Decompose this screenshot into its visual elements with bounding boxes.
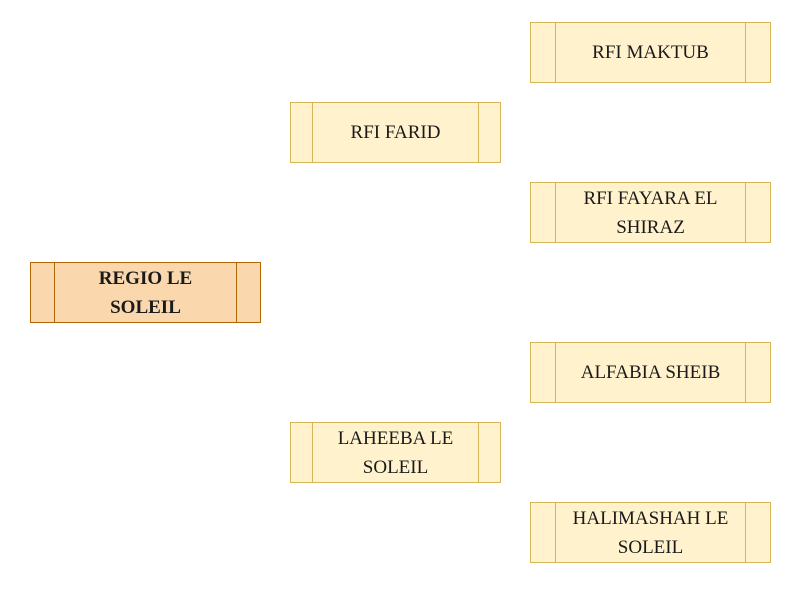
subject-label: REGIO LE SOLEIL bbox=[98, 267, 193, 318]
sire-dam-node[interactable]: RFI FAYARA EL SHIRAZ bbox=[530, 182, 771, 243]
node-side-left bbox=[531, 503, 556, 562]
sire-dam-label: RFI FAYARA EL SHIRAZ bbox=[583, 187, 718, 238]
node-side-left bbox=[31, 263, 55, 322]
sire-sire-label: RFI MAKTUB bbox=[592, 42, 709, 63]
node-side-left bbox=[531, 183, 556, 242]
node-side-left bbox=[291, 103, 313, 162]
node-side-right bbox=[745, 503, 770, 562]
dam-sire-label: ALFABIA SHEIB bbox=[580, 362, 721, 383]
subject-node[interactable]: REGIO LE SOLEIL bbox=[30, 262, 261, 323]
dam-sire-node[interactable]: ALFABIA SHEIB bbox=[530, 342, 771, 403]
node-side-right bbox=[745, 183, 770, 242]
node-side-right bbox=[745, 343, 770, 402]
node-side-left bbox=[531, 343, 556, 402]
node-side-right bbox=[236, 263, 260, 322]
dam-label: LAHEEBA LE SOLEIL bbox=[337, 427, 454, 478]
dam-dam-label: HALIMASHAH LE SOLEIL bbox=[572, 507, 729, 558]
node-side-right bbox=[478, 423, 500, 482]
node-side-right bbox=[478, 103, 500, 162]
node-side-left bbox=[531, 23, 556, 82]
dam-node[interactable]: LAHEEBA LE SOLEIL bbox=[290, 422, 501, 483]
sire-sire-node[interactable]: RFI MAKTUB bbox=[530, 22, 771, 83]
sire-node[interactable]: RFI FARID bbox=[290, 102, 501, 163]
node-side-right bbox=[745, 23, 770, 82]
node-side-left bbox=[291, 423, 313, 482]
sire-label: RFI FARID bbox=[350, 122, 441, 143]
dam-dam-node[interactable]: HALIMASHAH LE SOLEIL bbox=[530, 502, 771, 563]
